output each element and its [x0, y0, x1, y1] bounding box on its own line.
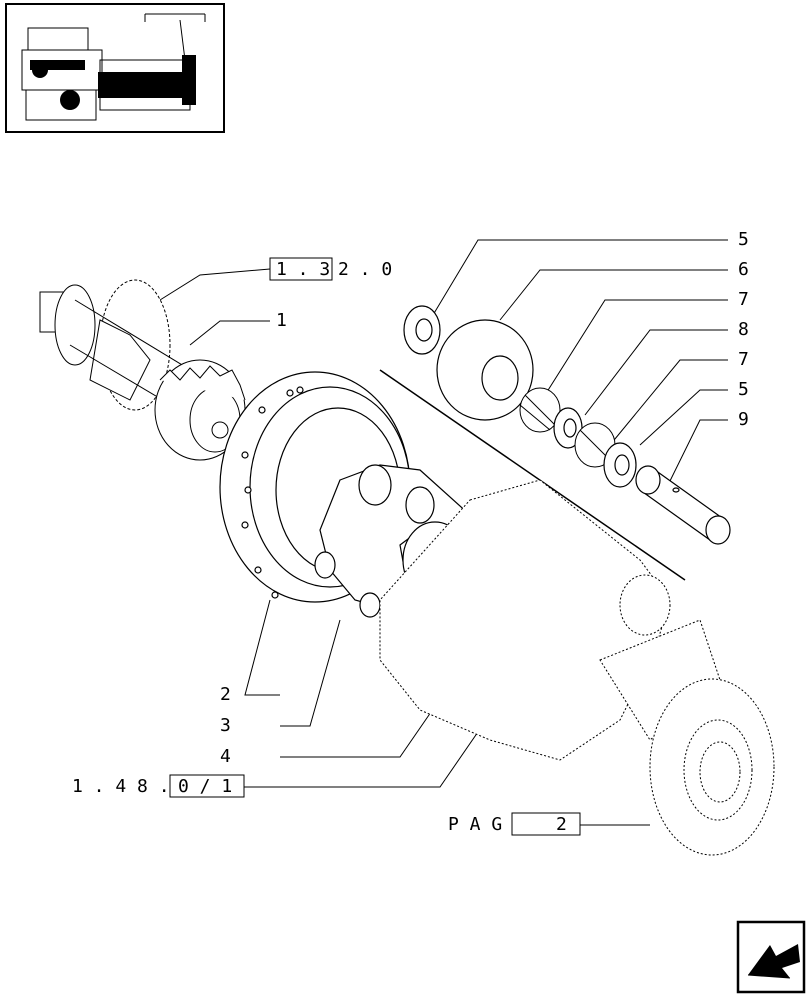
callout-7-bottom: 7: [738, 349, 749, 370]
ref-pag[interactable]: P A G . 2: [448, 812, 581, 836]
planetary-input-shaft: [39, 279, 241, 441]
callout-9: 9: [738, 409, 749, 430]
ref-bottom[interactable]: 1 . 4 8 . 0 / 1: [72, 774, 245, 798]
callout-3: 3: [220, 715, 231, 736]
washer-5-top: [403, 305, 441, 355]
callout-6: 6: [738, 259, 749, 280]
callout-4: 4: [220, 746, 231, 767]
ref-top-boxed: 1 . 3: [276, 259, 330, 280]
next-page-arrow-icon[interactable]: [736, 920, 806, 994]
gear-1: [154, 359, 246, 461]
ref-top[interactable]: 1 . 3 2 . 0: [269, 257, 392, 281]
ref-bottom-prefix: 1 . 4 8 .: [72, 776, 170, 797]
callout-2: 2: [220, 684, 231, 705]
ref-pag-prefix: P A G .: [448, 814, 524, 835]
callout-1: 1: [276, 310, 287, 331]
spacer-8: [553, 407, 583, 449]
callout-7-top: 7: [738, 289, 749, 310]
needle-bearing-7-top: [519, 387, 561, 433]
callout-5-bottom: 5: [738, 379, 749, 400]
callout-5-top: 5: [738, 229, 749, 250]
ref-top-rest: 2 . 0: [338, 259, 392, 280]
washer-5-bottom: [603, 442, 637, 488]
ref-bottom-boxed: 0 / 1: [178, 776, 232, 797]
locator-thumbnail: [5, 3, 225, 133]
ref-pag-boxed: 2: [556, 814, 567, 835]
pin-9: [635, 465, 731, 545]
gear-6: [436, 319, 534, 421]
axle-housing: [379, 479, 775, 856]
callout-8: 8: [738, 319, 749, 340]
section-divider: [379, 369, 686, 581]
